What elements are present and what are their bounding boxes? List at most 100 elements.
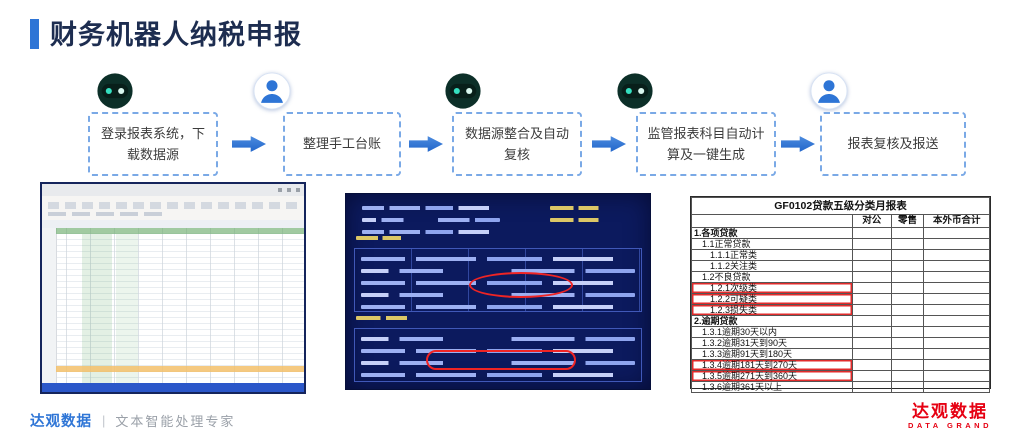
logo-cn-text: 达观数据 — [911, 402, 988, 421]
robot-icon — [96, 72, 134, 110]
row-value-cell — [923, 271, 990, 283]
row-label: 1.2.3损失类 — [691, 304, 853, 316]
row-value-cell — [851, 359, 892, 371]
row-value-cell — [890, 315, 925, 327]
row-value-cell — [923, 337, 990, 349]
table-row: 1.3.1逾期30天以内 — [691, 326, 990, 338]
terminal-text-line — [361, 269, 635, 273]
row-label: 1.1.2关注类 — [691, 260, 853, 272]
excel-green-column — [82, 234, 112, 383]
flow-step-4: 监管报表科目自动计算及一键生成 — [636, 112, 776, 176]
datagrand-logo: 达观数据 DATA GRAND — [908, 402, 992, 431]
terminal-text-line — [362, 206, 500, 210]
terminal-text-line — [361, 257, 635, 261]
row-label: 1.3.4逾期181天到270天 — [691, 359, 853, 371]
table-row: 1.1正常贷款 — [691, 238, 990, 250]
row-label: 1.1.1正常类 — [691, 249, 853, 261]
annotation-box — [426, 350, 576, 370]
flow-step-label: 数据源整合及自动复核 — [464, 125, 569, 162]
row-value-cell — [890, 359, 925, 371]
terminal-text-line — [356, 236, 434, 240]
table-row: 1.3.3逾期91天到180天 — [691, 348, 990, 360]
row-label: 1.各项贷款 — [691, 227, 853, 239]
robot-icon — [444, 72, 482, 110]
row-value-cell — [851, 315, 892, 327]
row-value-cell — [890, 293, 925, 305]
flow-step-3: 数据源整合及自动复核 — [452, 112, 582, 176]
table-row: 1.3.2逾期31天到90天 — [691, 337, 990, 349]
flow-step-label: 登录报表系统，下载数据源 — [100, 125, 205, 162]
row-value-cell — [923, 249, 990, 261]
row-value-cell — [923, 282, 990, 294]
excel-ribbon — [42, 196, 304, 221]
row-label: 1.3.5逾期271天到360天 — [691, 370, 853, 382]
flow-step-label: 报表复核及报送 — [847, 136, 939, 152]
terminal-text-line — [361, 361, 635, 365]
row-value-cell — [851, 249, 892, 261]
row-value-cell — [890, 337, 925, 349]
table-row: 1.2.2可疑类 — [691, 293, 990, 305]
col-header-blank — [691, 214, 853, 228]
table-header-row: 对公 零售 本外币合计 — [691, 214, 990, 228]
excel-grid — [42, 228, 304, 383]
row-label: 1.2.1次级类 — [691, 282, 853, 294]
row-value-cell — [851, 370, 892, 382]
row-value-cell — [923, 370, 990, 382]
flow-step-label: 整理手工台账 — [302, 136, 381, 152]
terminal-text-line — [356, 316, 444, 320]
flow-step-1: 登录报表系统，下载数据源 — [88, 112, 218, 176]
row-value-cell — [890, 326, 925, 338]
terminal-text-line — [362, 230, 500, 234]
robot-icon — [616, 72, 654, 110]
excel-statusbar — [42, 383, 304, 392]
table-row: 1.3.6逾期361天以上 — [691, 381, 990, 393]
ribbon-tabs — [48, 212, 168, 216]
window-controls-icon — [278, 188, 300, 192]
table-row: 1.2.3损失类 — [691, 304, 990, 316]
row-value-cell — [923, 304, 990, 316]
ribbon-tools — [48, 202, 298, 209]
terminal-text-line — [361, 337, 635, 341]
title-accent-bar — [30, 19, 39, 49]
terminal-screenshot — [345, 193, 651, 390]
person-icon — [253, 72, 291, 110]
table-row: 2.逾期贷款 — [691, 315, 990, 327]
table-row: 1.3.4逾期181天到270天 — [691, 359, 990, 371]
terminal-section-label — [356, 236, 434, 240]
table-title-row: GF0102贷款五级分类月报表 — [691, 197, 990, 215]
table-row: 1.2.1次级类 — [691, 282, 990, 294]
row-value-cell — [851, 348, 892, 360]
row-value-cell — [890, 348, 925, 360]
row-value-cell — [890, 271, 925, 283]
page-title: 财务机器人纳税申报 — [50, 20, 302, 50]
terminal-header-text — [356, 198, 506, 242]
row-value-cell — [890, 381, 925, 393]
row-value-cell — [851, 271, 892, 283]
row-value-cell — [923, 260, 990, 272]
flow-step-2: 整理手工台账 — [283, 112, 401, 176]
terminal-text-line — [361, 305, 635, 309]
footer-divider: | — [102, 413, 106, 428]
row-value-cell — [923, 359, 990, 371]
col-header: 对公 — [851, 214, 892, 228]
table-row: 1.1.2关注类 — [691, 260, 990, 272]
person-icon — [810, 72, 848, 110]
row-value-cell — [851, 337, 892, 349]
annotation-ellipse — [469, 272, 573, 298]
flow-step-label: 监管报表科目自动计算及一键生成 — [647, 125, 765, 162]
excel-selected-row — [56, 366, 304, 372]
row-value-cell — [851, 326, 892, 338]
row-value-cell — [890, 227, 925, 239]
row-value-cell — [890, 282, 925, 294]
row-value-cell — [923, 326, 990, 338]
row-value-cell — [923, 227, 990, 239]
table-title: GF0102贷款五级分类月报表 — [691, 197, 990, 215]
row-value-cell — [923, 238, 990, 250]
excel-green-column — [116, 234, 138, 383]
row-label: 1.1正常贷款 — [691, 238, 853, 250]
flow-step-5: 报表复核及报送 — [820, 112, 966, 176]
row-value-cell — [851, 381, 892, 393]
row-value-cell — [890, 238, 925, 250]
